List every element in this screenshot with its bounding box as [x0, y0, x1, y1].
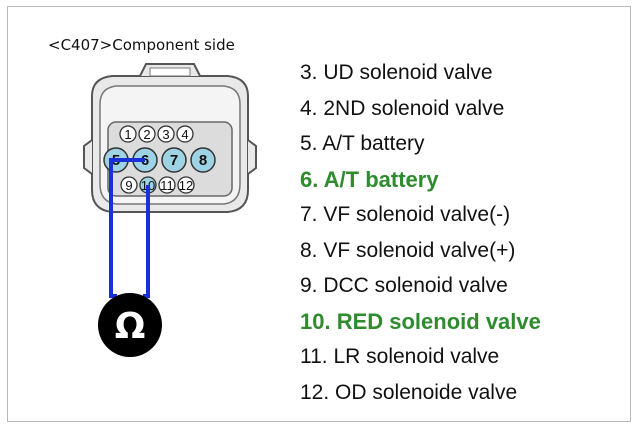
svg-text:9: 9 [125, 178, 132, 193]
pin-item-3: 3. UD solenoid valve [300, 61, 493, 84]
pin-row-1: 1 2 3 4 [119, 125, 194, 143]
svg-text:1: 1 [124, 127, 131, 142]
pin-item-12: 12. OD solenoide valve [300, 380, 518, 404]
pin-item-10-highlighted: 10. RED solenoid valve [300, 308, 541, 334]
pin-item-8: 8. VF solenoid valve(+) [300, 238, 516, 262]
pin-item-5: 5. A/T battery [300, 132, 425, 155]
pin-item-4: 4. 2ND solenoid valve [300, 96, 505, 120]
pin-item-11: 11. LR solenoid valve [300, 345, 500, 368]
ohmmeter-symbol: Ω [98, 293, 162, 357]
svg-text:8: 8 [199, 152, 207, 169]
pin-description-list: 3. UD solenoid valve 4. 2ND solenoid val… [300, 55, 541, 410]
pin-row-3: 9 10 11 12 [120, 176, 195, 194]
svg-text:11: 11 [160, 178, 174, 193]
pin-item-6-highlighted: 6. A/T battery [300, 166, 439, 192]
svg-text:2: 2 [143, 127, 150, 142]
pin-7: 7 [161, 147, 187, 173]
pin-4: 4 [176, 125, 194, 143]
svg-text:3: 3 [162, 127, 169, 142]
pin-8: 8 [190, 147, 216, 173]
svg-text:7: 7 [170, 152, 178, 169]
probe-lead-pin-10 [143, 185, 150, 298]
pin-3: 3 [157, 125, 175, 143]
connector-caption: <C407>Component side [48, 36, 235, 54]
probe-leads [109, 158, 150, 298]
probe-lead-pin-6 [109, 158, 145, 298]
omega-icon: Ω [115, 306, 146, 347]
pin-item-9: 9. DCC solenoid valve [300, 274, 508, 297]
pin-item-7: 7. VF solenoid valve(-) [300, 203, 511, 226]
svg-text:4: 4 [181, 127, 188, 142]
pin-9: 9 [120, 176, 138, 194]
pin-1: 1 [119, 125, 137, 143]
pin-12: 12 [177, 176, 195, 194]
pin-2: 2 [138, 125, 156, 143]
pin-11: 11 [158, 176, 176, 194]
svg-text:12: 12 [179, 178, 193, 193]
